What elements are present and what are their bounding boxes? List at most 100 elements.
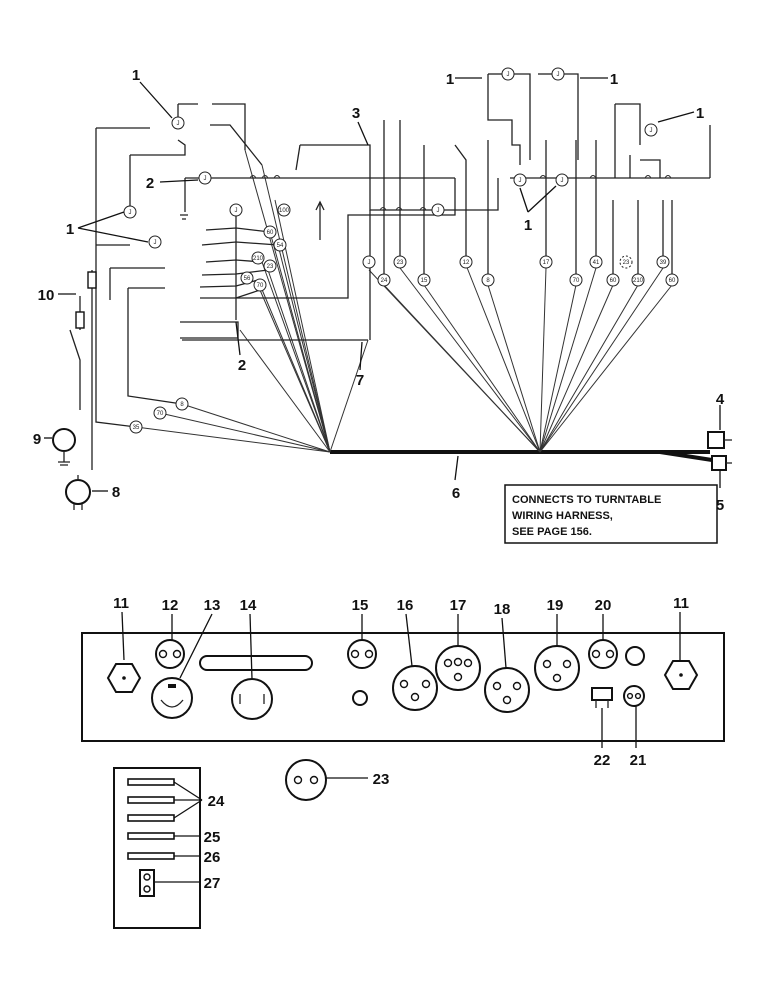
wire-label: 70 <box>157 411 164 417</box>
wire-label: 56 <box>244 276 251 282</box>
wire-label: 54 <box>277 243 284 249</box>
callout-21: 21 <box>630 752 647 769</box>
connector-panel <box>81 632 725 929</box>
wire-label: 23 <box>267 264 274 270</box>
note-line-1: CONNECTS TO TURNTABLE <box>512 494 661 506</box>
wire-label: 210 <box>633 278 644 284</box>
wire-label: J <box>557 72 560 78</box>
callout-25: 25 <box>204 829 221 846</box>
callout-17: 17 <box>450 597 467 614</box>
callout-5: 5 <box>716 497 724 514</box>
wire-label: 15 <box>421 278 428 284</box>
wire-label: 35 <box>133 425 140 431</box>
harness-connector-5 <box>711 455 727 471</box>
callout-8: 8 <box>112 484 120 501</box>
callout-11: 11 <box>113 595 129 612</box>
connector-14-slot <box>199 655 313 671</box>
connector-23 <box>285 759 327 801</box>
wire-label: J <box>154 240 157 246</box>
callout-1: 1 <box>446 71 454 88</box>
wire-label: J <box>129 210 132 216</box>
callout-1: 1 <box>610 71 618 88</box>
callout-12: 12 <box>162 597 179 614</box>
wire-label: 60 <box>267 230 274 236</box>
callout-14: 14 <box>240 597 257 614</box>
wire-label: 100 <box>279 208 290 214</box>
callout-1: 1 <box>66 221 74 238</box>
callout-27: 27 <box>204 875 221 892</box>
callout-4: 4 <box>716 391 725 408</box>
wire-label: J <box>507 72 510 78</box>
panel-hole <box>352 690 368 706</box>
wire-label: 24 <box>381 278 388 284</box>
callout-1: 1 <box>132 67 140 84</box>
connector-13 <box>151 677 193 719</box>
gauge-8 <box>65 479 91 505</box>
callout-13: 13 <box>204 597 221 614</box>
callout-2: 2 <box>146 175 154 192</box>
fuse-26 <box>127 852 175 860</box>
callout-18: 18 <box>494 601 511 618</box>
fuse-24a <box>127 778 175 786</box>
connector-16 <box>392 665 438 711</box>
fuse-24b <box>127 796 175 804</box>
note-line-3: SEE PAGE 156. <box>512 526 592 538</box>
upper-callouts: 1 2 1 1 1 1 1 3 2 7 6 4 5 10 9 8 <box>33 67 725 514</box>
callout-26: 26 <box>204 849 221 866</box>
wire-label: J <box>519 178 522 184</box>
switch-22 <box>591 687 613 701</box>
connector-18 <box>484 667 530 713</box>
connector-21 <box>623 685 645 707</box>
harness-wiring <box>52 73 732 510</box>
wire-label: 60 <box>610 278 617 284</box>
fuse-25 <box>127 832 175 840</box>
callout-9: 9 <box>33 431 41 448</box>
callout-10: 10 <box>38 287 55 304</box>
wire-label: J <box>177 121 180 127</box>
callout-22: 22 <box>594 752 611 769</box>
wire-label: 210 <box>253 256 264 262</box>
wire-label: 23 <box>397 260 404 266</box>
wire-label: 23 <box>623 260 630 266</box>
wire-label: 12 <box>463 260 470 266</box>
wire-label: 70 <box>573 278 580 284</box>
wire-label: 8 <box>486 278 490 284</box>
connector-14 <box>231 678 273 720</box>
note-line-2: WIRING HARNESS, <box>512 510 613 522</box>
callout-19: 19 <box>547 597 564 614</box>
panel-hole <box>625 646 645 666</box>
callout-23: 23 <box>373 771 390 788</box>
connector-17 <box>435 645 481 691</box>
gauge-9 <box>52 428 76 452</box>
wire-label: J <box>235 208 238 214</box>
callout-2: 2 <box>238 357 246 374</box>
wire-label: 60 <box>669 278 676 284</box>
wire-label: 39 <box>660 260 667 266</box>
fuse-24c <box>127 814 175 822</box>
wire-label: J <box>437 208 440 214</box>
harness-branch-to-connector-5 <box>659 450 713 462</box>
turntable-note: CONNECTS TO TURNTABLE WIRING HARNESS, SE… <box>504 484 718 544</box>
wire-label: J <box>561 178 564 184</box>
wire-label: J <box>204 176 207 182</box>
callout-16: 16 <box>397 597 414 614</box>
callout-20: 20 <box>595 597 612 614</box>
lower-callouts: 11 12 13 14 15 16 17 18 19 20 11 22 21 2… <box>113 595 689 892</box>
callout-15: 15 <box>352 597 369 614</box>
callout-24: 24 <box>208 793 225 810</box>
connector-19 <box>534 645 580 691</box>
wire-label: 41 <box>593 260 600 266</box>
wire-label: 17 <box>543 260 550 266</box>
harness-connector-4 <box>707 431 725 449</box>
wire-label: 70 <box>257 283 264 289</box>
connector-12 <box>155 639 185 669</box>
wire-number-bubbles: J J J J J J J J J J J J 100 60 54 210 23… <box>123 67 679 434</box>
callout-6: 6 <box>452 485 460 502</box>
callout-1: 1 <box>696 105 704 122</box>
wire-label: 8 <box>180 402 184 408</box>
callout-3: 3 <box>352 105 360 122</box>
callout-1: 1 <box>524 217 532 234</box>
callout-11: 11 <box>673 595 689 612</box>
wire-label: J <box>650 128 653 134</box>
